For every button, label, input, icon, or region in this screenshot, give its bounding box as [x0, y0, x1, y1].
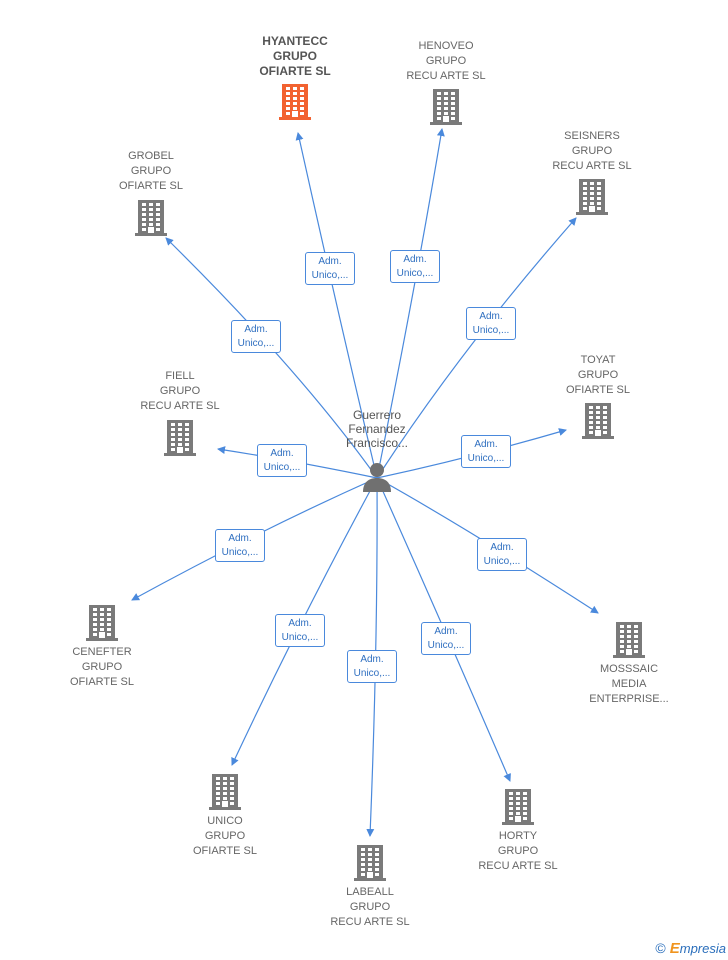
building-icon-fiell[interactable]	[164, 420, 196, 461]
building-icon-labeall[interactable]	[354, 845, 386, 886]
company-label-line: HENOVEO	[418, 40, 474, 52]
company-label-labeall[interactable]: LABEALL GRUPO RECU ARTE SL	[290, 885, 450, 930]
relation-label-grobel[interactable]: Adm. Unico,...	[231, 320, 281, 353]
company-label-line: HYANTECC	[262, 34, 328, 48]
company-label-line: FIELL	[165, 370, 195, 382]
building-icon-henoveo[interactable]	[430, 89, 462, 130]
company-label-line: GRUPO	[204, 830, 246, 842]
company-label-line: GRUPO	[571, 145, 613, 157]
company-label-line: GRUPO	[130, 165, 172, 177]
building-icon-grobel[interactable]	[135, 200, 167, 241]
company-label-line: ENTERPRISE...	[589, 693, 669, 705]
company-label-grobel[interactable]: GROBEL GRUPO OFIARTE SL	[71, 149, 231, 194]
building-icon-unico[interactable]	[209, 774, 241, 815]
company-label-seisners[interactable]: SEISNERS GRUPO RECU ARTE SL	[512, 129, 672, 174]
building-icon-seisners[interactable]	[576, 179, 608, 220]
company-label-line: CENEFTER	[72, 646, 132, 658]
copyright-icon: ©	[655, 940, 666, 956]
footer-brand[interactable]: ©Empresia	[655, 940, 726, 957]
company-label-line: MOSSSAIC	[599, 663, 659, 675]
person-name-line: Francisco...	[345, 436, 408, 450]
edge-seisners	[376, 217, 577, 479]
company-label-mosssaic[interactable]: MOSSSAIC MEDIA ENTERPRISE...	[549, 662, 709, 707]
company-label-line: OFIARTE SL	[119, 180, 183, 192]
company-label-line: GRUPO	[272, 49, 317, 63]
relation-label-unico[interactable]: Adm. Unico,...	[275, 614, 325, 647]
company-label-line: GRUPO	[81, 661, 123, 673]
building-icon-horty[interactable]	[502, 789, 534, 830]
relation-label-hyantecc[interactable]: Adm. Unico,...	[305, 252, 355, 285]
company-label-line: GRUPO	[425, 55, 467, 67]
company-label-line: SEISNERS	[564, 130, 620, 142]
company-label-line: GRUPO	[159, 385, 201, 397]
building-icon-mosssaic[interactable]	[613, 622, 645, 663]
relation-label-horty[interactable]: Adm. Unico,...	[421, 622, 471, 655]
company-label-line: OFIARTE SL	[193, 845, 257, 857]
relation-label-labeall[interactable]: Adm. Unico,...	[347, 650, 397, 683]
building-icon-cenefter[interactable]	[86, 605, 118, 646]
person-name-line: Guerrero	[352, 408, 402, 422]
company-label-horty[interactable]: HORTY GRUPO RECU ARTE SL	[438, 829, 598, 874]
relation-label-cenefter[interactable]: Adm. Unico,...	[215, 529, 265, 562]
company-label-henoveo[interactable]: HENOVEO GRUPO RECU ARTE SL	[366, 39, 526, 84]
edge-hyantecc	[295, 132, 378, 479]
company-label-toyat[interactable]: TOYAT GRUPO OFIARTE SL	[518, 353, 678, 398]
company-label-line: GRUPO	[349, 901, 391, 913]
company-label-line: RECU ARTE SL	[552, 160, 632, 172]
relation-label-henoveo[interactable]: Adm. Unico,...	[390, 250, 440, 283]
company-label-line: RECU ARTE SL	[140, 400, 220, 412]
brand-logo-e: E	[669, 940, 680, 957]
relation-label-mosssaic[interactable]: Adm. Unico,...	[477, 538, 527, 571]
relation-label-fiell[interactable]: Adm. Unico,...	[257, 444, 307, 477]
company-label-cenefter[interactable]: CENEFTER GRUPO OFIARTE SL	[22, 645, 182, 690]
brand-logo-text: mpresia	[679, 941, 726, 956]
building-icon-hyantecc[interactable]	[279, 84, 311, 125]
company-label-line: LABEALL	[346, 886, 394, 898]
company-label-line: OFIARTE SL	[566, 384, 630, 396]
person-icon[interactable]	[362, 462, 392, 497]
company-label-line: GROBEL	[128, 150, 174, 162]
edge-labeall	[366, 477, 378, 837]
edge-henoveo	[376, 128, 445, 479]
company-label-line: RECU ARTE SL	[478, 860, 558, 872]
company-label-line: GRUPO	[497, 845, 539, 857]
edge-mosssaic	[376, 477, 599, 614]
company-label-line: RECU ARTE SL	[330, 916, 410, 928]
building-icon-toyat[interactable]	[582, 403, 614, 444]
company-label-line: RECU ARTE SL	[406, 70, 486, 82]
company-label-line: HORTY	[498, 830, 538, 842]
company-label-line: GRUPO	[577, 369, 619, 381]
relation-label-seisners[interactable]: Adm. Unico,...	[466, 307, 516, 340]
company-label-fiell[interactable]: FIELL GRUPO RECU ARTE SL	[100, 369, 260, 414]
company-label-line: UNICO	[207, 815, 243, 827]
company-label-unico[interactable]: UNICO GRUPO OFIARTE SL	[145, 814, 305, 859]
company-label-line: OFIARTE SL	[70, 676, 134, 688]
edge-grobel	[165, 237, 378, 479]
company-label-line: OFIARTE SL	[259, 64, 331, 78]
company-label-line: MEDIA	[611, 678, 647, 690]
relation-label-toyat[interactable]: Adm. Unico,...	[461, 435, 511, 468]
person-name-line: Fernandez	[348, 422, 406, 436]
company-label-line: TOYAT	[580, 354, 616, 366]
